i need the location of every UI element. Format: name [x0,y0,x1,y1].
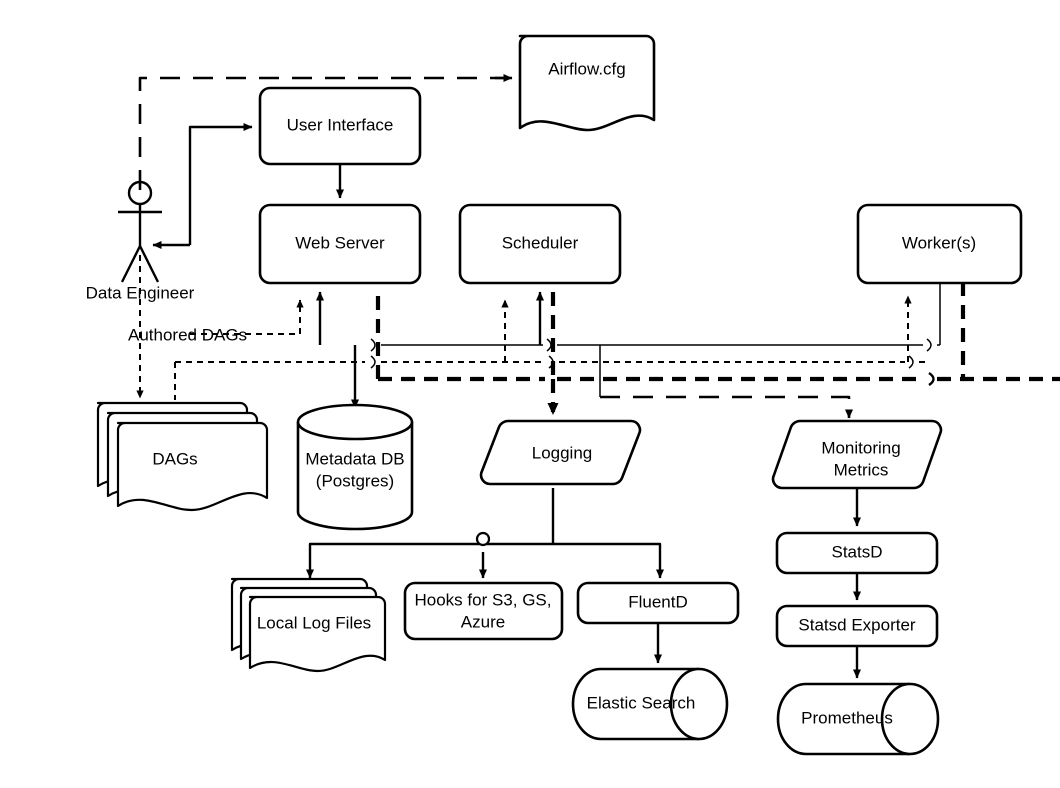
node-dags-label: DAGs [152,449,197,468]
edge-logging-fanout [306,488,664,579]
node-airflow-cfg-label: Airflow.cfg [548,59,625,78]
node-monitoring-metrics[interactable]: Monitoring Metrics [771,419,943,490]
node-workers-label: Worker(s) [902,233,976,252]
node-statsd-label: StatsD [831,542,882,561]
node-elastic-search-label: Elastic Search [587,693,696,712]
edge-label-authored-dags: Authored DAGs [128,325,247,344]
node-user-interface[interactable]: User Interface [258,86,422,166]
node-logging[interactable]: Logging [479,419,642,486]
node-prometheus-label: Prometheus [801,708,893,727]
node-elastic-search[interactable]: Elastic Search [571,667,729,741]
node-metadata-db[interactable]: Metadata DB (Postgres) [296,403,414,531]
node-monitoring-metrics-label-1: Monitoring [821,438,900,457]
node-local-log-files-label: Local Log Files [257,613,371,632]
node-fluentd[interactable]: FluentD [576,581,740,625]
bus-dotted-dags [175,355,925,369]
node-dags[interactable]: DAGs [96,401,269,512]
junction-dot [475,531,491,547]
node-prometheus[interactable]: Prometheus [776,682,940,756]
node-web-server-label: Web Server [295,233,385,252]
node-scheduler[interactable]: Scheduler [458,203,622,285]
actor-data-engineer[interactable]: Data Engineer [86,180,195,302]
node-monitoring-metrics-label-2: Metrics [834,460,889,479]
node-web-server[interactable]: Web Server [258,203,422,285]
node-statsd-exporter-label: Statsd Exporter [798,615,916,634]
bus-dashed-monitoring [599,345,853,419]
node-hooks[interactable]: Hooks for S3, GS, Azure [403,581,564,641]
node-metadata-db-label-1: Metadata DB [305,449,404,468]
node-hooks-label-2: Azure [461,612,505,631]
node-user-interface-label: User Interface [287,115,394,134]
node-local-log-files[interactable]: Local Log Files [230,577,387,673]
node-workers[interactable]: Worker(s) [856,203,1023,285]
edge-webserver-to-engineer [152,123,253,249]
actor-data-engineer-label: Data Engineer [86,283,195,302]
node-statsd-exporter[interactable]: Statsd Exporter [775,604,939,648]
bus-dashed-logging [378,372,1060,386]
edge-engineer-to-airflow-cfg [138,74,513,190]
node-scheduler-label: Scheduler [502,233,579,252]
node-metadata-db-label-2: (Postgres) [316,471,394,490]
node-logging-label: Logging [532,443,593,462]
node-airflow-cfg[interactable]: Airflow.cfg [518,34,656,132]
node-fluentd-label: FluentD [628,592,688,611]
node-statsd[interactable]: StatsD [775,531,939,575]
node-hooks-label-1: Hooks for S3, GS, [415,590,552,609]
bus-solid-metadata [370,338,940,352]
edge-authored-dags-to-webserver [190,299,304,335]
